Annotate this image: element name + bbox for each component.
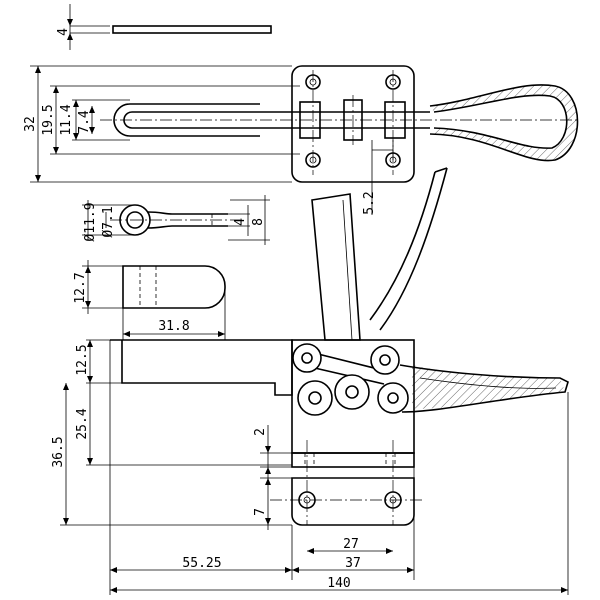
dim-overall-length: 140: [327, 576, 350, 591]
plan-view: [100, 65, 580, 183]
dim-eye-outer: Ø11.9: [83, 202, 98, 241]
dim-eye-inner: Ø7.1: [101, 206, 116, 237]
dim-rod-b: 8: [251, 218, 266, 226]
dim-reach: 55.25: [182, 556, 221, 571]
dim-rod-a: 4: [233, 218, 248, 226]
dim-arm-top: 12.5: [75, 344, 90, 375]
eye-rod-detail: [82, 195, 270, 245]
pad-detail: [82, 260, 226, 340]
dim-plate-thickness: 4: [56, 28, 71, 36]
side-elevation: [109, 167, 569, 580]
dim-arm-total: 36.5: [51, 436, 66, 467]
dim-hole-offset: 5.2: [362, 191, 377, 214]
side-dimensions: [60, 339, 569, 595]
dim-base-thickness: 7: [253, 508, 268, 516]
dim-slot-inner: 7.4: [77, 110, 92, 134]
base-plan-view: [270, 477, 425, 526]
dim-pad-height: 12.7: [73, 272, 88, 303]
dim-arm-mid: 25.4: [75, 408, 90, 439]
thin-plate-view: [67, 4, 272, 50]
dim-base-width: 37: [345, 556, 361, 571]
dim-gap: 2: [253, 428, 268, 436]
plan-dimensions: [30, 65, 394, 215]
dim-hole-spacing: 27: [343, 537, 359, 552]
dim-slot-width: 11.4: [59, 104, 74, 135]
dim-slot-outer: 19.5: [41, 104, 56, 135]
dim-pad-length: 31.8: [158, 319, 189, 334]
dim-base-height: 32: [23, 116, 38, 132]
